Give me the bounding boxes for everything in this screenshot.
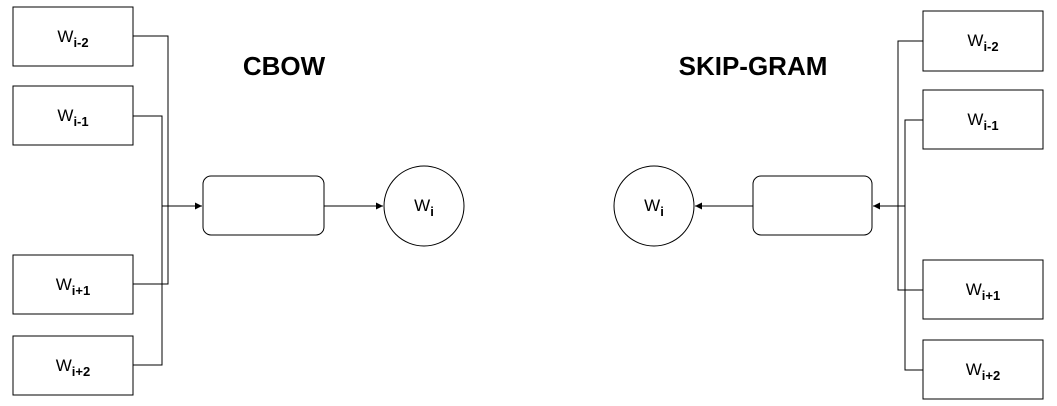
cbow-input-w-i+1-label: Wi+1 (56, 275, 90, 298)
skipgram-projection-box (752, 175, 873, 236)
skipgram-input-w-i: Wi (613, 165, 695, 247)
cbow-output-w-i: Wi (383, 165, 465, 247)
cbow-input-w-i+2-label: Wi+2 (56, 356, 90, 379)
skipgram-output-w-i-2-label: Wi-2 (967, 31, 998, 54)
skipgram-output-w-i-2: Wi-2 (922, 10, 1044, 72)
cbow-title: CBOW (243, 51, 326, 81)
cbow-group: CBOW Wi-2 Wi-1 Wi+1 Wi+2 (12, 6, 465, 396)
cbow-input-w-i-2-label: Wi-2 (57, 27, 88, 50)
skipgram-output-w-i-1-label: Wi-1 (967, 110, 998, 133)
skipgram-output-w-i-1: Wi-1 (922, 89, 1044, 150)
cbow-input-w-i-1-label: Wi-1 (57, 106, 88, 129)
skipgram-output-w-i+1: Wi+1 (922, 259, 1044, 320)
cbow-connectors (133, 35, 383, 366)
cbow-output-label: Wi (414, 196, 434, 219)
cbow-projection-box (202, 175, 325, 236)
skipgram-connectors (695, 40, 923, 371)
cbow-input-w-i-2: Wi-2 (12, 6, 134, 67)
skipgram-input-label: Wi (644, 196, 664, 219)
skipgram-output-w-i+2-label: Wi+2 (966, 360, 1000, 383)
cbow-input-w-i-1: Wi-1 (12, 85, 134, 146)
cbow-input-w-i+1: Wi+1 (12, 254, 134, 315)
skipgram-output-w-i+1-label: Wi+1 (966, 280, 1000, 303)
skipgram-output-w-i+2: Wi+2 (922, 339, 1044, 400)
skipgram-group: SKIP-GRAM Wi Wi-2 Wi-1 Wi+1 (613, 10, 1044, 400)
cbow-input-w-i+2: Wi+2 (12, 335, 134, 396)
skipgram-title: SKIP-GRAM (679, 51, 828, 81)
